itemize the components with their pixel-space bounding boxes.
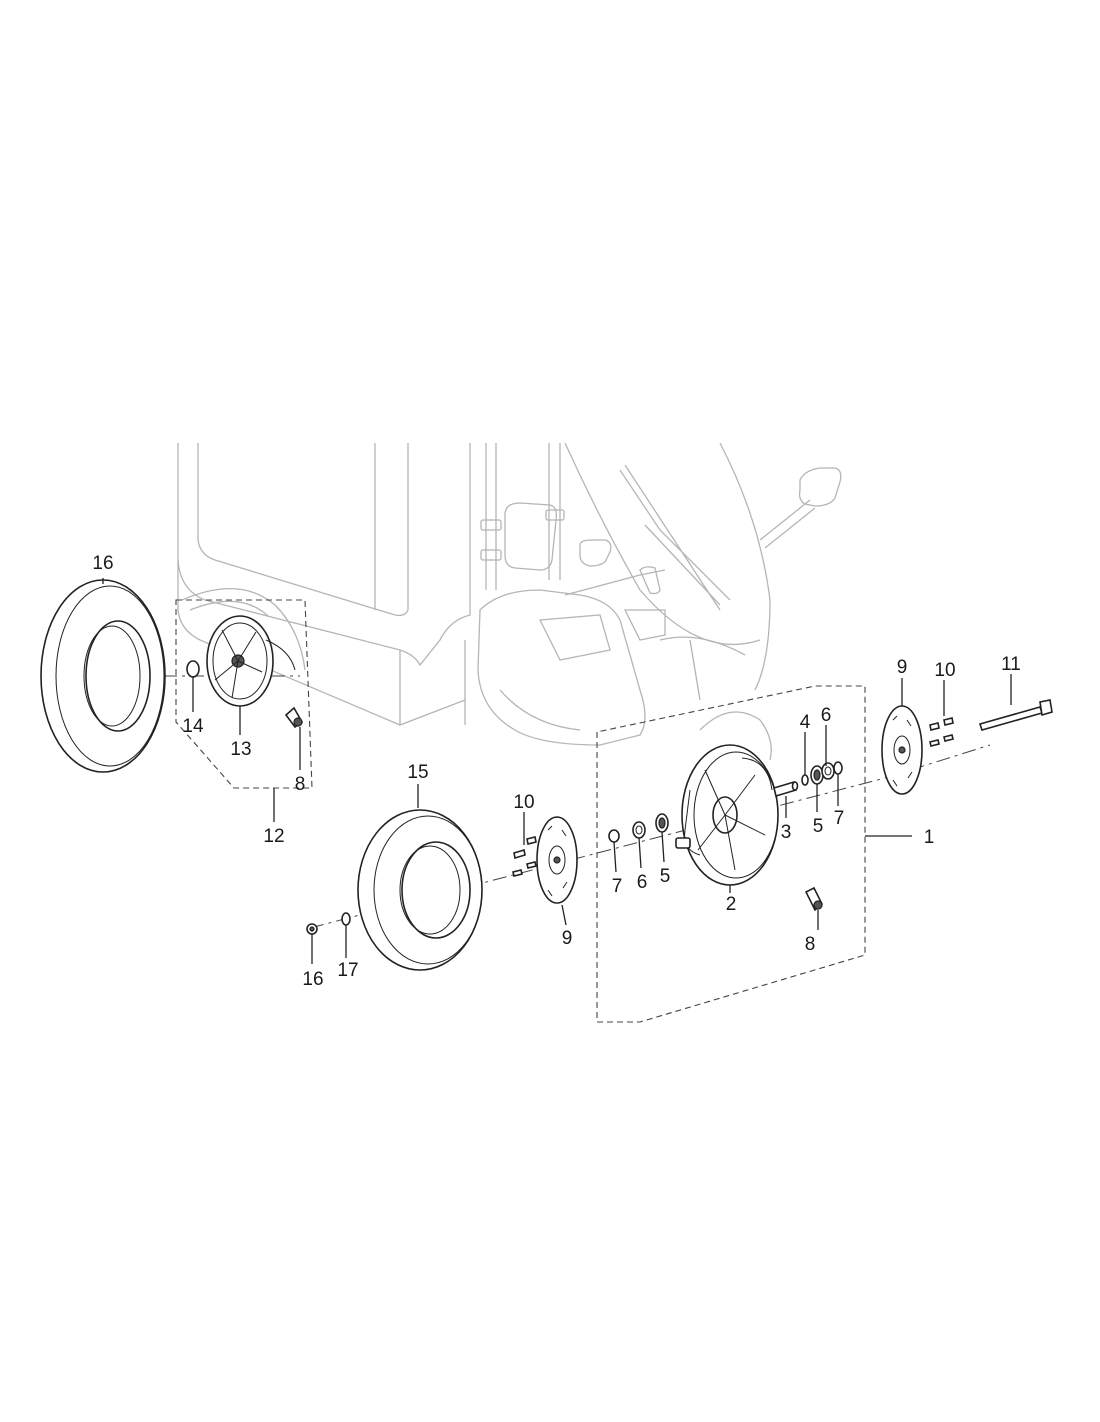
spacer-right [833, 761, 843, 775]
callout-8-rear: 8 [295, 774, 306, 795]
callout-4: 4 [800, 712, 811, 733]
assembly-axes [163, 675, 991, 929]
front-axle-nut [306, 923, 318, 935]
callout-17: 17 [337, 960, 358, 981]
bearing-seal-right [810, 765, 824, 785]
callout-2: 2 [726, 894, 737, 915]
front-tire [357, 809, 483, 971]
callout-12: 12 [263, 826, 284, 847]
brake-disc-bolts-left [512, 836, 537, 877]
front-axle-washer [341, 912, 351, 926]
callout-8-front: 8 [805, 934, 816, 955]
callout-16-rear-tire: 16 [92, 553, 113, 574]
rear-hub-cap [186, 660, 200, 678]
rear-wheel-assembly-box [175, 599, 313, 789]
brake-disc-left [536, 816, 578, 904]
callout-13: 13 [230, 739, 251, 760]
front-valve-stem [804, 886, 823, 912]
brake-disc-right [881, 705, 923, 795]
leader-lines [102, 578, 1012, 964]
axle-sleeve [773, 780, 799, 798]
vehicle-body-outline [177, 442, 842, 761]
bearing-right [821, 762, 835, 780]
callout-5-left: 5 [660, 866, 671, 887]
bearing-left [632, 821, 646, 839]
callout-6-left: 6 [637, 872, 648, 893]
callout-16-front-nut: 16 [302, 969, 323, 990]
spacer-left [608, 829, 620, 843]
rear-valve-stem [284, 706, 304, 729]
callout-15: 15 [407, 762, 428, 783]
callout-5-right: 5 [813, 816, 824, 837]
callout-14: 14 [182, 716, 204, 737]
callout-7-left: 7 [612, 876, 623, 897]
callout-11: 11 [1001, 654, 1021, 675]
callout-9-left: 9 [562, 928, 573, 949]
callout-7-right: 7 [834, 808, 845, 829]
rear-tire [40, 579, 166, 773]
brake-disc-bolts-right [929, 717, 954, 747]
callout-1: 1 [924, 827, 935, 848]
callout-10-right: 10 [934, 660, 955, 681]
front-wheel-rim [675, 744, 779, 886]
callout-6-right: 6 [821, 705, 832, 726]
callout-9-right: 9 [897, 657, 908, 678]
rear-wheel-rim [206, 615, 296, 707]
callout-labels: 16 14 13 8 12 15 10 9 7 6 5 2 3 4 5 6 7 … [92, 553, 1020, 990]
front-axle-bolt [978, 699, 1053, 731]
front-wheel-assembly-box [596, 685, 866, 1023]
callout-3: 3 [781, 822, 792, 843]
callout-10-left: 10 [513, 792, 534, 813]
bearing-seal-left [655, 813, 669, 833]
circlip [801, 774, 809, 786]
